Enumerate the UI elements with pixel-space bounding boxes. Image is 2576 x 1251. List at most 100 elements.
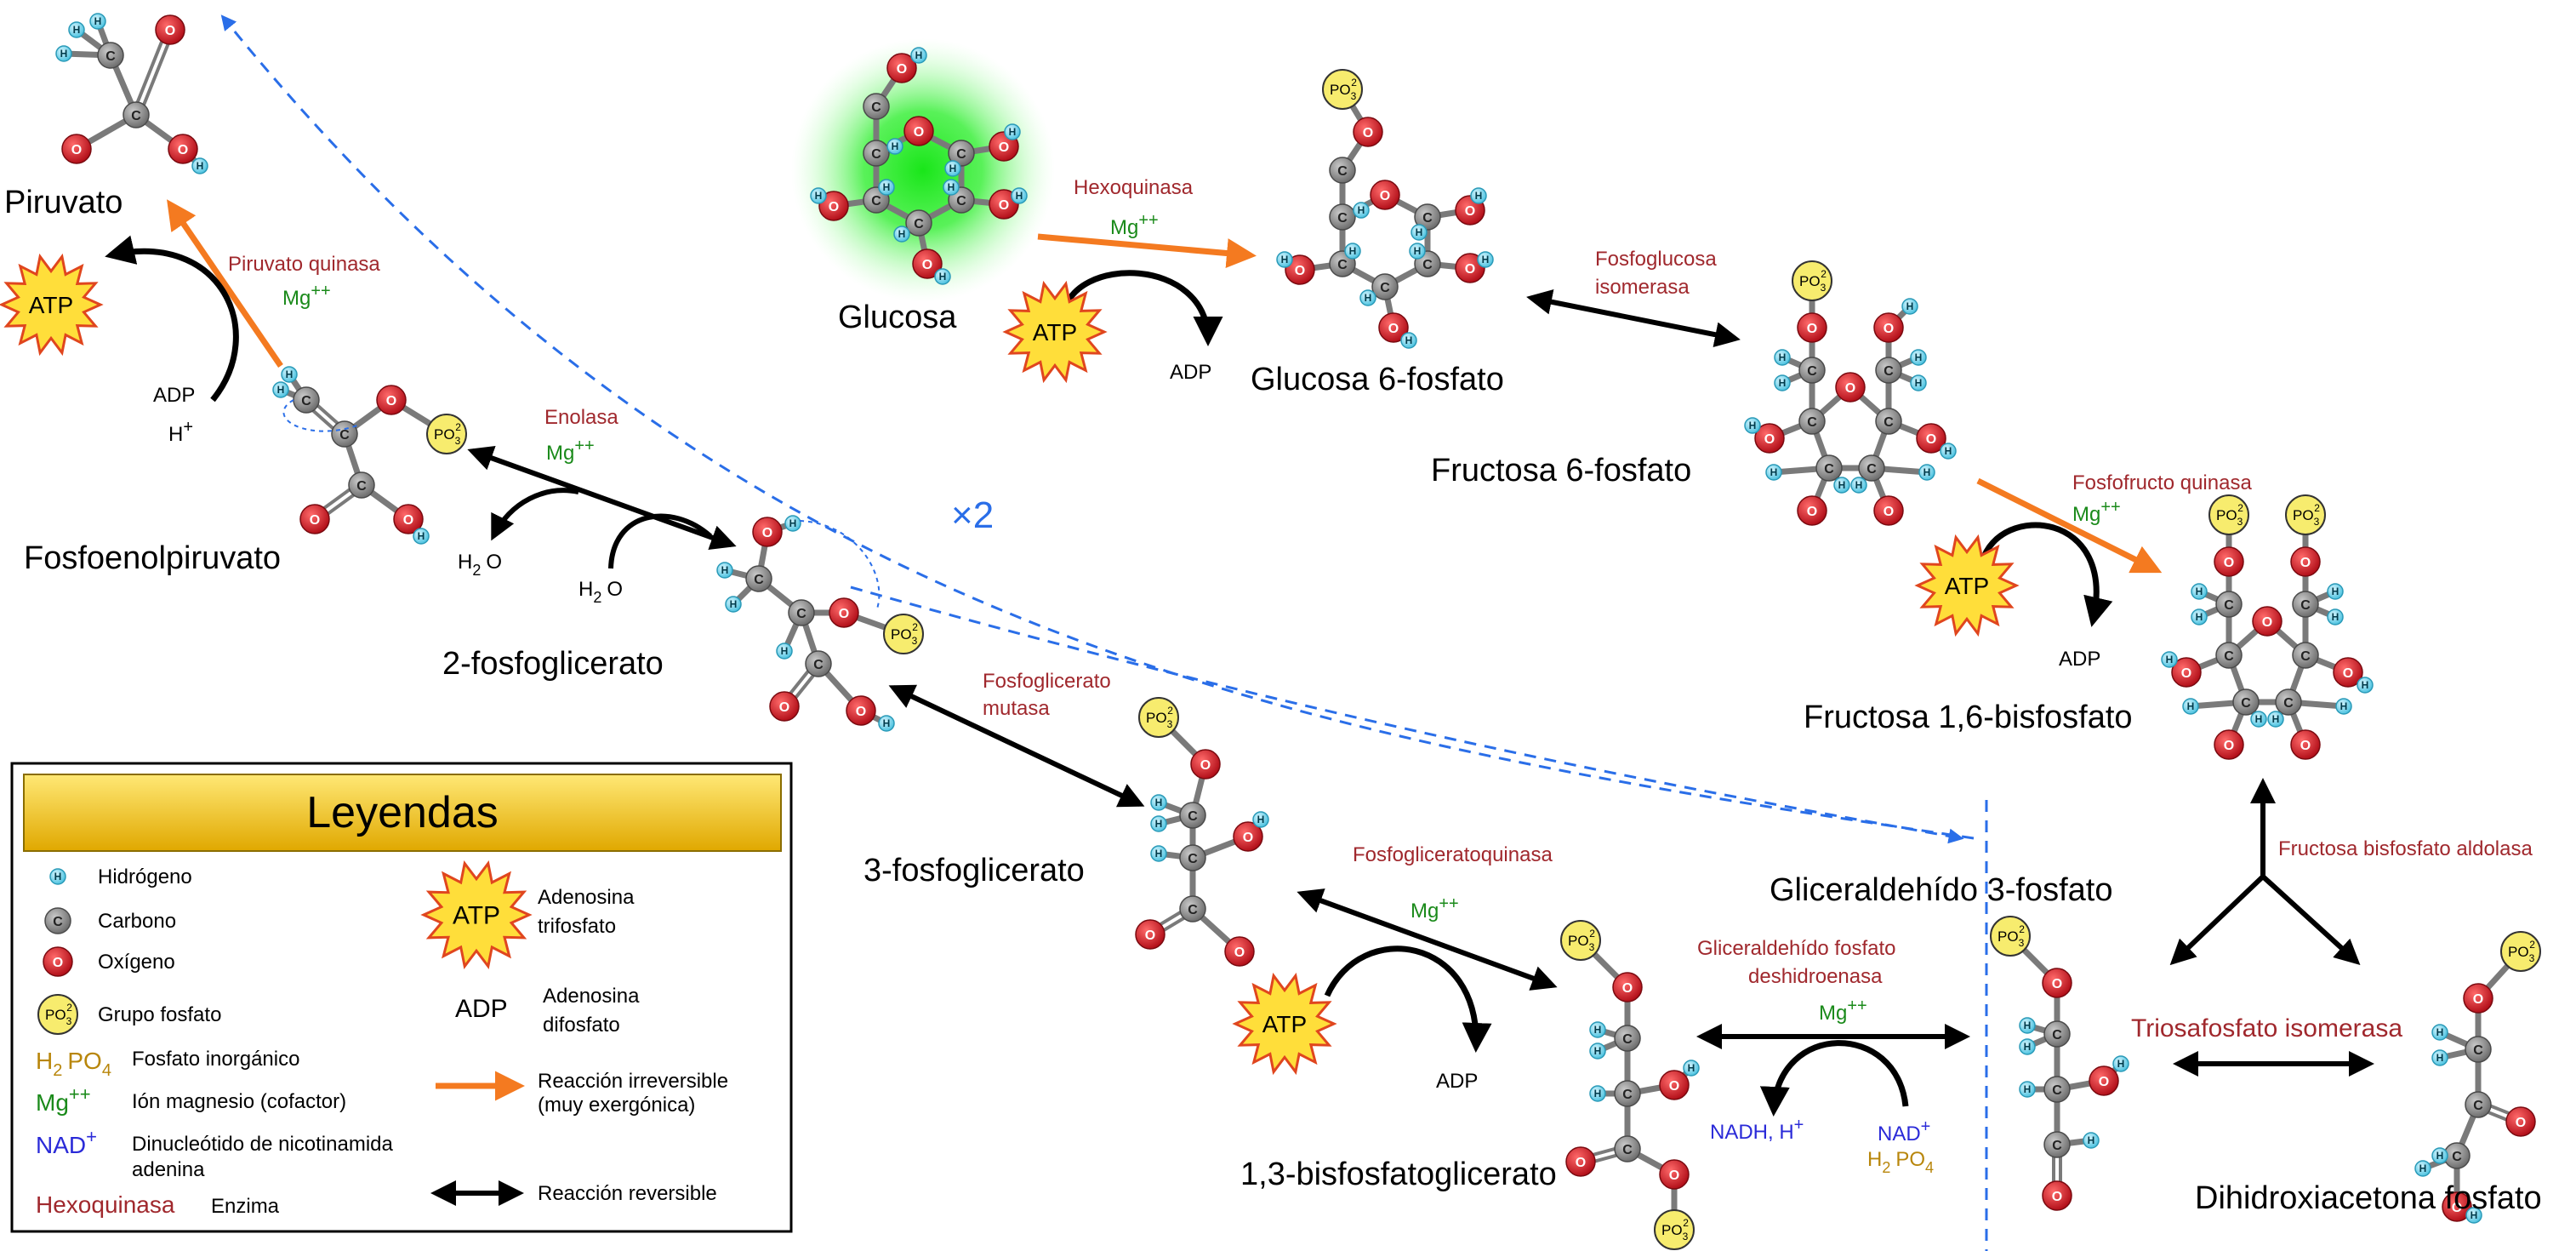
hydrogen-atom-symbol: H	[915, 49, 923, 61]
legend-pi-label: Fosfato inorgánico	[132, 1048, 299, 1071]
hydrogen-atom	[1744, 417, 1761, 434]
hydrogen-atom-symbol: H	[939, 271, 947, 283]
legend-oxygen: Oxígeno	[98, 951, 175, 974]
phosphate-atom	[2500, 931, 2541, 972]
carbon-atom	[905, 209, 932, 237]
atp-pk: ATP	[0, 253, 104, 357]
carbon-atom	[123, 101, 150, 129]
oxygen-atom-symbol: O	[178, 143, 188, 157]
oxygen-atom-symbol: O	[1807, 505, 1817, 519]
hydrogen-atom	[2161, 651, 2178, 668]
atp-text: ATP	[29, 292, 73, 318]
oxygen-atom	[2505, 1106, 2536, 1137]
hydrogen-atom-symbol: H	[2332, 586, 2339, 597]
hydrogen-atom-symbol: H	[1855, 479, 1863, 491]
enzyme-hexokinase: Hexoquinasa	[1074, 176, 1194, 199]
hydrogen-atom	[2357, 677, 2374, 694]
oxygen-atom	[1797, 312, 1827, 343]
carbon-atom-symbol: C	[1807, 364, 1817, 379]
enzyme-pgm-line1: Fosfoglicerato	[983, 670, 1111, 693]
hydrogen-atom	[1470, 187, 1487, 204]
carbon-atom-symbol: C	[871, 147, 881, 162]
oxygen-atom-symbol: O	[779, 700, 789, 715]
carbon-atom-symbol: C	[2452, 1150, 2462, 1164]
aldolase-arrow-left	[2169, 874, 2265, 966]
oxygen-atom-symbol: O	[71, 143, 82, 157]
carbon-atom	[2043, 1076, 2071, 1103]
legend-oxygen-icon: O	[43, 946, 73, 977]
hydrogen-atom	[943, 179, 960, 196]
hydrogen-atom	[2414, 1160, 2431, 1177]
oxygen-atom	[1659, 1159, 1690, 1190]
hydrogen-atom	[2083, 1132, 2100, 1149]
oxygen-atom	[1754, 423, 1785, 454]
hydrogen-atom-symbol: H	[1594, 1024, 1602, 1036]
oxygen-atom	[1873, 495, 1904, 526]
hydrogen-atom-symbol: H	[1594, 1088, 1602, 1100]
carbon-atom-symbol: C	[131, 109, 141, 123]
atp-text: ATP	[1945, 573, 1989, 599]
phosphate-atom	[2285, 494, 2326, 535]
oxygen-atom-symbol: O	[1764, 432, 1775, 447]
carbon-atom	[2232, 688, 2260, 716]
legend-title-bar	[23, 774, 782, 852]
legend-nad-symbol: NAD+	[36, 1126, 97, 1158]
hydrogen-atom	[2191, 583, 2208, 600]
pk-cofactor-arc	[105, 235, 239, 403]
oxygen-atom-symbol: O	[53, 956, 63, 970]
hydrogen-atom	[893, 226, 910, 243]
hydrogen-atom-symbol: H	[730, 598, 738, 610]
hydrogen-atom-symbol: H	[781, 645, 789, 657]
carbon-atom-symbol: C	[1188, 809, 1198, 824]
carbon-atom-symbol: C	[796, 607, 806, 621]
carbon-atom-symbol: C	[956, 194, 966, 208]
hydrogen-atom	[1359, 289, 1376, 306]
legend-phosphate: Grupo fosfato	[98, 1003, 221, 1026]
oxygen-atom	[1135, 919, 1165, 950]
atp-starburst	[1002, 280, 1108, 384]
hydrogen-atom	[776, 643, 793, 660]
hydrogen-atom-symbol: H	[2024, 1083, 2032, 1095]
hydrogen-atom	[1940, 443, 1957, 460]
carbon-atom-symbol: C	[2052, 1028, 2062, 1042]
hydrogen-atom-symbol: H	[94, 15, 102, 27]
oxygen-atom	[2333, 657, 2363, 688]
carbon-atom	[863, 93, 890, 120]
carbon-atom	[1875, 357, 1902, 384]
label-g6p: Glucosa 6-fosfato	[1251, 362, 1504, 397]
hydrogen-atom-symbol: H	[286, 368, 294, 380]
hydrogen-atom-symbol: H	[1915, 351, 1923, 363]
phosphate-symbol: PO32	[434, 421, 461, 447]
carbon-atom-symbol: C	[813, 658, 824, 672]
hydrogen-atom	[1910, 349, 1927, 366]
oxygen-atom	[1285, 254, 1315, 285]
double-bond	[131, 27, 169, 115]
carbon-atom	[1614, 1135, 1641, 1162]
oxygen-atom-symbol: O	[2473, 992, 2483, 1007]
carbon-atom	[2292, 591, 2319, 618]
hydrogen-atom	[2465, 1207, 2482, 1224]
label-f6p: Fructosa 6-fosfato	[1431, 453, 1691, 488]
phosphate-atom	[1990, 916, 2031, 957]
carbon-atom	[805, 650, 832, 677]
label-f16bp: Fructosa 1,6-bisfosfato	[1804, 700, 2133, 735]
oxygen-atom	[1378, 312, 1409, 343]
hydrogen-atom	[1683, 1060, 1700, 1077]
pfk-cofactor-arc	[1979, 522, 2113, 627]
carbon-atom-symbol: C	[1337, 211, 1348, 226]
phosphate-symbol: PO32	[2293, 502, 2320, 528]
hydrogen-atom-symbol: H	[2117, 1058, 2125, 1070]
oxygen-atom-symbol: O	[165, 24, 175, 38]
hydrogen-atom	[1589, 1021, 1606, 1038]
enzyme-pk: Piruvato quinasa	[228, 253, 380, 276]
hydrogen-atom-symbol: H	[277, 384, 285, 396]
enolase-h2o-out-arc	[491, 488, 579, 541]
phosphate-atom	[426, 414, 467, 454]
oxygen-atom-symbol: O	[1465, 262, 1475, 277]
carbon-atom-symbol: C	[2224, 649, 2234, 664]
oxygen-atom-symbol: O	[2300, 739, 2311, 753]
mg-pgk: Mg++	[1411, 894, 1459, 923]
carbon-atom	[1329, 203, 1356, 231]
